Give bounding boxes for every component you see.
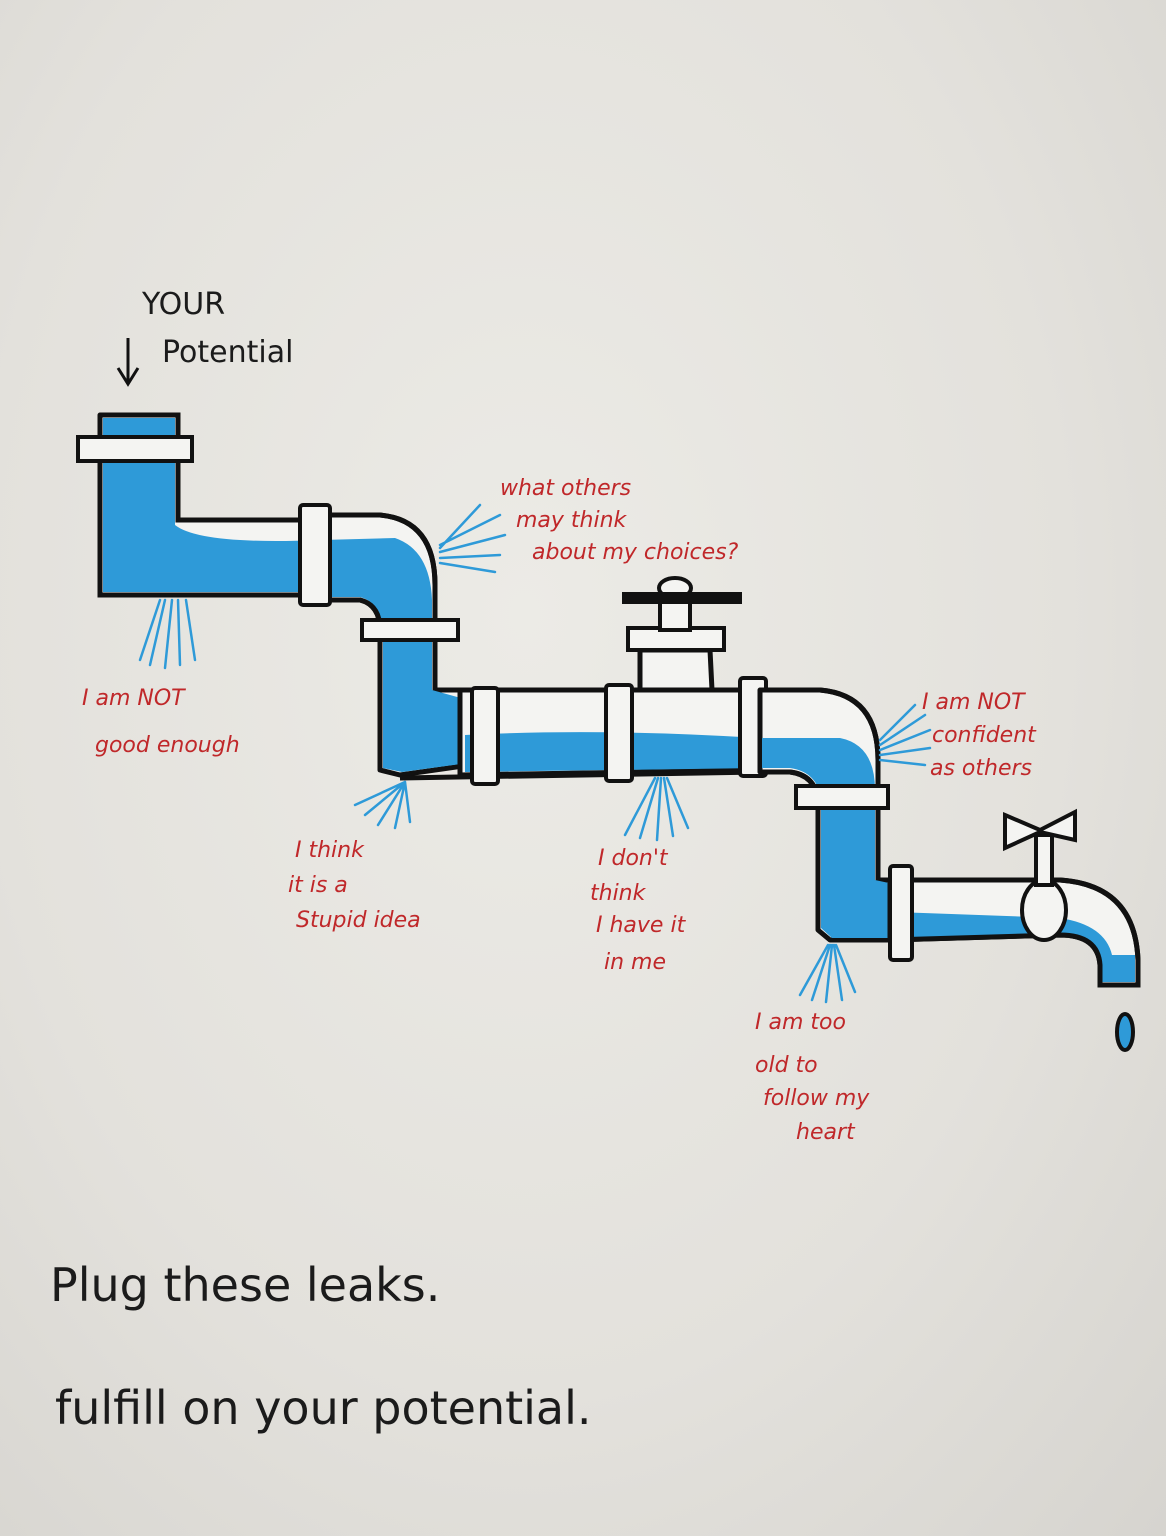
water-drop-icon (1115, 1012, 1135, 1052)
leak-5-line2: confident (932, 723, 1036, 748)
flange (604, 683, 634, 783)
leak-3-line1: I think (295, 838, 364, 863)
leak-2-line2: may think (516, 508, 627, 533)
leak-4-line1: I don't (598, 846, 668, 871)
valve-icon (622, 576, 742, 693)
flange (470, 686, 500, 786)
leak-3-line2: it is a (288, 873, 348, 898)
flange (298, 503, 332, 607)
tap-handle-icon (1003, 808, 1077, 852)
leak-6-line3: follow my (763, 1086, 870, 1111)
valve-handle (622, 592, 742, 604)
leak-4-line2: think (590, 881, 646, 906)
flange (888, 864, 914, 962)
leak-spray-2 (438, 503, 507, 574)
pipe-elbow-2 (757, 687, 903, 943)
leak-6-line2: old to (755, 1053, 818, 1078)
flange (76, 435, 194, 463)
leak-4-line3: I have it (596, 913, 686, 938)
leak-5-line1: I am NOT (922, 690, 1025, 715)
leak-2-line3: about my choices? (532, 540, 739, 565)
leak-6-line1: I am too (755, 1010, 846, 1035)
footer-line2: fulfill on your potential. (55, 1381, 592, 1435)
tap-body (1020, 878, 1068, 942)
valve-stem (658, 598, 692, 632)
leak-6-line4: heart (796, 1120, 855, 1145)
flange (794, 784, 890, 810)
pipe-elbow-1 (298, 503, 473, 778)
down-arrow-icon (116, 338, 140, 387)
leak-5-line3: as others (930, 756, 1033, 781)
pipe-segment-1 (76, 412, 323, 598)
leak-4-line4: in me (604, 950, 667, 975)
leak-spray-5 (878, 703, 932, 767)
leak-1-line1: I am NOT (82, 686, 185, 711)
potential-label-line1: YOUR (142, 287, 226, 322)
leak-spray-1 (138, 598, 197, 670)
leak-1-line2: good enough (95, 733, 240, 758)
leak-spray-3 (353, 780, 412, 830)
pipe-segment-final (887, 808, 1141, 1052)
flange (360, 618, 460, 642)
leak-spray-4 (623, 776, 690, 842)
leak-3-line3: Stupid idea (296, 908, 421, 933)
leak-spray-6 (798, 943, 857, 1004)
leak-2-line1: what others (500, 476, 632, 501)
potential-label-line2: Potential (162, 335, 294, 370)
footer-line1: Plug these leaks. (50, 1258, 441, 1312)
